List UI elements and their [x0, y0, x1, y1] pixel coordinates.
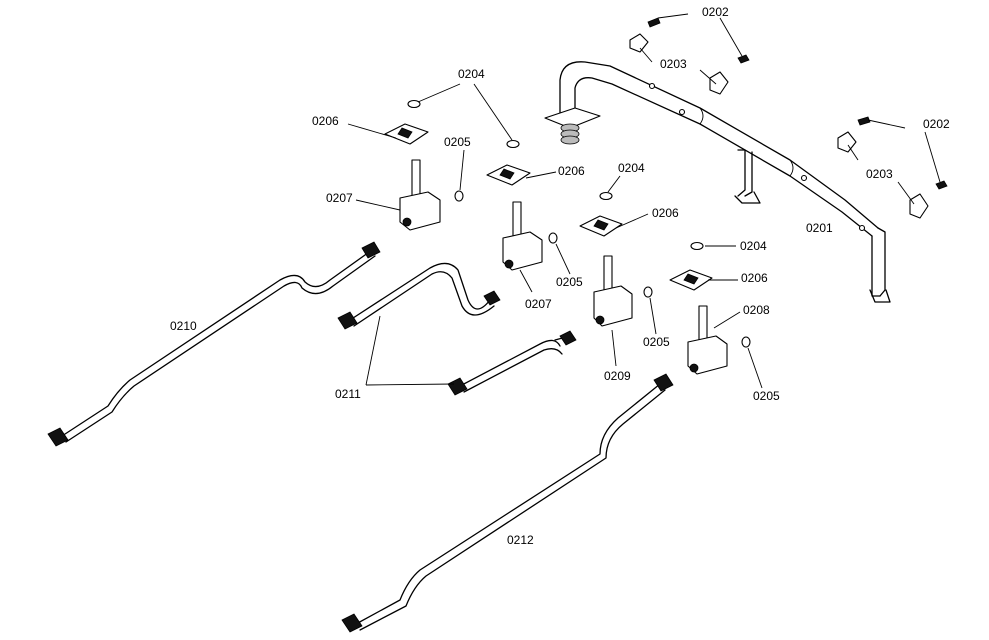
label-0206-c: 0206 [652, 206, 679, 220]
label-0204-a: 0204 [458, 67, 485, 81]
label-0211: 0211 [335, 387, 361, 401]
seals [454, 190, 751, 348]
tube-0211-lower [447, 330, 577, 396]
tube-0210 [47, 241, 381, 447]
tube-0211-upper [337, 262, 501, 330]
part-labels: 0202 0203 0202 0203 0204 0204 0204 0206 … [170, 5, 950, 547]
label-0205-d: 0205 [753, 389, 780, 403]
label-0204-b: 0204 [618, 161, 645, 175]
leader-lines [347, 13, 941, 389]
tube-0212 [341, 373, 674, 633]
label-0205-a: 0205 [444, 135, 471, 149]
valve-3 [593, 255, 633, 327]
valve-brackets [384, 123, 713, 291]
valve-4 [687, 305, 728, 375]
label-0204-c: 0204 [740, 239, 767, 253]
label-0212: 0212 [507, 533, 534, 547]
label-0206-d: 0206 [741, 271, 768, 285]
label-0207-a: 0207 [326, 191, 353, 205]
label-0208: 0208 [743, 303, 770, 317]
label-0206-a: 0206 [312, 114, 339, 128]
label-0203-a: 0203 [660, 57, 687, 71]
label-0207-b: 0207 [525, 297, 552, 311]
label-0205-c: 0205 [643, 335, 670, 349]
screw-and-clip-set-b [837, 116, 948, 219]
label-0201: 0201 [806, 221, 833, 235]
label-0202-a: 0202 [702, 5, 729, 19]
valve-1 [399, 159, 441, 231]
washers [407, 99, 704, 251]
gas-valves [399, 159, 728, 375]
label-0203-b: 0203 [866, 167, 893, 181]
label-0205-b: 0205 [556, 275, 583, 289]
label-0210: 0210 [170, 319, 197, 333]
screw-and-clip-set-a [629, 17, 750, 95]
label-0206-b: 0206 [558, 164, 585, 178]
manifold-pipe [544, 61, 891, 303]
label-0209: 0209 [604, 369, 631, 383]
label-0202-b: 0202 [923, 117, 950, 131]
valve-2 [502, 201, 543, 271]
